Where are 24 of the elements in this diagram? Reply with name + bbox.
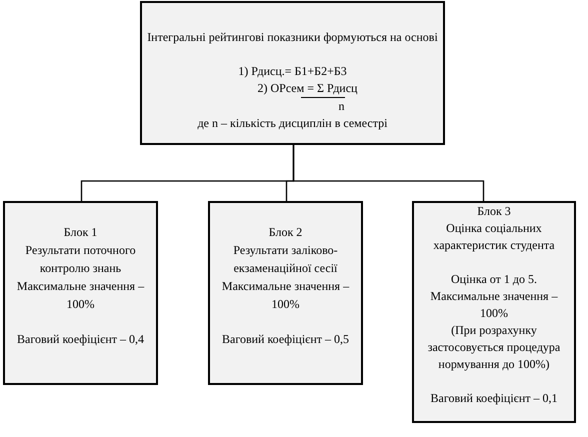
- text-box: [3, 201, 158, 385]
- body-text: Максимальне значення – 100%: [16, 278, 146, 313]
- body-text: 1) Рдисц.= Б1+Б2+Б3: [238, 63, 347, 80]
- formula-denominator: n: [300, 97, 344, 115]
- body-text: Оцінка от 1 до 5.: [450, 271, 537, 288]
- connector-line: [292, 145, 484, 201]
- heading-text: Інтегральні рейтингові показники формуються на основі: [147, 29, 438, 46]
- text-box: [208, 201, 363, 385]
- body-text: Результати поточного контролю знань: [24, 242, 137, 277]
- block-title: Блок 2: [268, 224, 302, 241]
- block-title: Блок 1: [64, 224, 98, 241]
- text-box: [140, 1, 445, 145]
- body-text: де n – кількість дисциплін в семестрі: [198, 115, 388, 132]
- body-text: Оцінка соціальних характеристик студента: [432, 220, 556, 254]
- body-text: Максимальне значення – 100%: [220, 278, 350, 313]
- body-text: Ваговий коефіцієнт – 0,4: [17, 331, 144, 348]
- block-title: Блок 3: [477, 203, 511, 220]
- text-box: [412, 201, 576, 423]
- body-text: Ваговий коефіцієнт – 0,1: [430, 390, 558, 407]
- body-text: 2) ОРсем = Σ Рдисц: [258, 80, 358, 97]
- body-text: (При розрахунку застосовується процедура нормування до 100%): [426, 322, 562, 373]
- body-text: Максимальне значення – 100%: [429, 288, 559, 322]
- body-text: Ваговий коефіцієнт – 0,5: [222, 331, 349, 348]
- body-text: Результати заліково-екзаменаційної сесії: [232, 242, 339, 277]
